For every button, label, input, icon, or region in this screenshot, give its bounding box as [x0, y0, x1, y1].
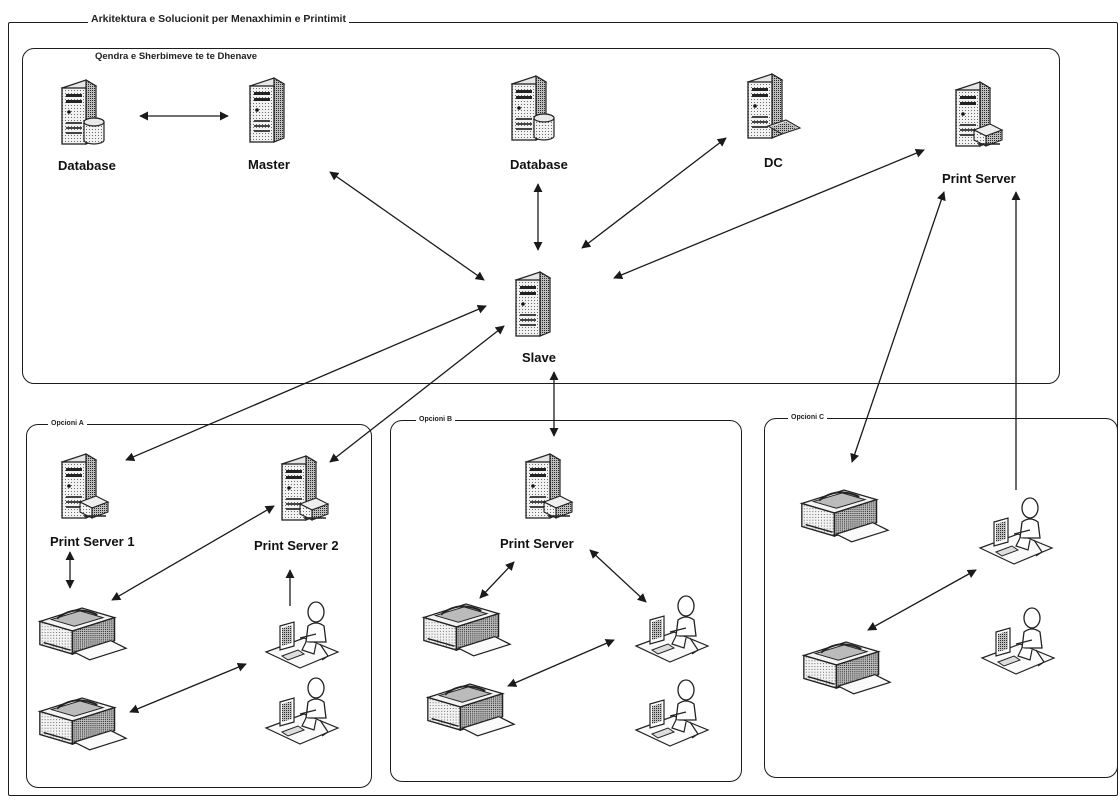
arrow-dc-slave: [581, 137, 727, 249]
arrow-c-user-printer: [867, 569, 977, 631]
arrow-slave-ps2: [329, 325, 505, 463]
print-server-label: Print Server: [942, 171, 1016, 186]
arrow-b-ps-user: [589, 549, 647, 603]
option-b-print-server-label: Print Server: [500, 536, 574, 551]
central-title: Qendra e Sherbimeve te te Dhenave: [92, 51, 261, 62]
database-left-label: Database: [58, 158, 116, 173]
arrow-printserver-slave: [613, 148, 925, 280]
option-c-title: Opcioni C: [788, 414, 828, 421]
arrow-b-ps-printer: [479, 561, 515, 599]
slave-label: Slave: [522, 350, 556, 365]
arrow-user-printer: [129, 662, 247, 714]
arrow-ps2-printer: [111, 505, 275, 601]
print-server-2-label: Print Server 2: [254, 538, 339, 553]
option-a-title: Opcioni A: [48, 420, 87, 427]
outer-title: Arkitektura e Solucionit per Menaxhimin …: [88, 13, 349, 25]
arrow-b-user-printer: [507, 639, 615, 687]
arrow-printserver-optionc: [850, 191, 946, 463]
master-label: Master: [248, 157, 290, 172]
central-box: [22, 48, 1060, 384]
database-mid-label: Database: [510, 157, 568, 172]
outer-frame: [8, 22, 1118, 796]
arrow-master-slave: [329, 171, 485, 281]
option-b-box: [390, 420, 742, 782]
